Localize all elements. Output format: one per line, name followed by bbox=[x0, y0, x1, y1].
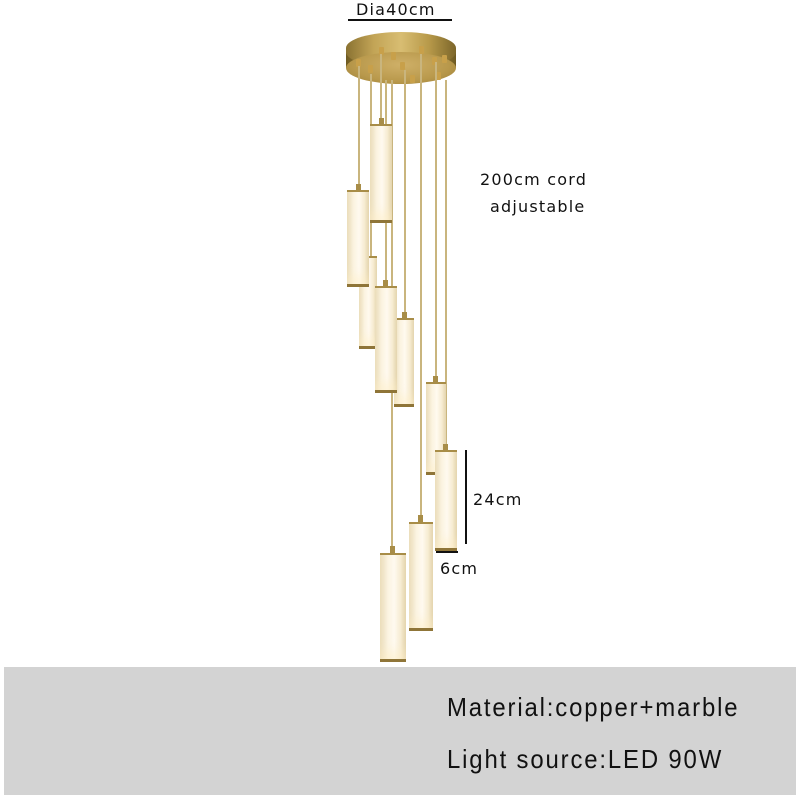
pendant-cap bbox=[443, 444, 448, 451]
diameter-line bbox=[348, 19, 452, 21]
canopy-screw bbox=[410, 75, 415, 83]
pendant-light bbox=[435, 450, 457, 551]
pendant-light bbox=[370, 124, 392, 223]
canopy-screw bbox=[391, 52, 396, 60]
width-label: 6cm bbox=[440, 559, 479, 578]
pendant-light bbox=[394, 318, 414, 407]
light-source-spec: Light source:LED 90W bbox=[447, 744, 724, 774]
pendant-cap bbox=[390, 546, 395, 553]
cord bbox=[445, 80, 447, 450]
width-line bbox=[436, 551, 458, 553]
canopy-screw bbox=[432, 57, 437, 65]
spec-band bbox=[4, 667, 796, 795]
canopy-screw bbox=[419, 46, 424, 54]
canopy-screw bbox=[436, 72, 441, 80]
diameter-label: Dia40cm bbox=[356, 0, 436, 19]
material-spec: Material:copper+marble bbox=[447, 692, 740, 722]
pendant-cap bbox=[433, 376, 438, 383]
canopy-screw bbox=[442, 55, 447, 63]
pendant-cap bbox=[379, 118, 384, 125]
canopy-screw bbox=[379, 47, 384, 55]
pendant-cap bbox=[356, 184, 361, 191]
cord bbox=[420, 54, 422, 522]
height-label: 24cm bbox=[473, 490, 523, 509]
cord bbox=[404, 70, 406, 318]
cord-length-label: 200cm cord bbox=[480, 170, 588, 189]
height-line bbox=[465, 450, 467, 544]
pendant-light bbox=[375, 286, 397, 393]
canopy-screw bbox=[368, 65, 373, 73]
pendant-cap bbox=[383, 280, 388, 287]
pendant-light bbox=[409, 522, 433, 631]
cord-adjustable-label: adjustable bbox=[490, 197, 586, 216]
pendant-light bbox=[347, 190, 369, 287]
pendant-cap bbox=[418, 515, 423, 522]
cord bbox=[358, 66, 360, 190]
pendant-cap bbox=[402, 312, 407, 319]
canopy-screw bbox=[356, 59, 361, 67]
cord bbox=[435, 62, 437, 382]
cord bbox=[380, 54, 382, 124]
canopy-screw bbox=[400, 62, 405, 70]
pendant-light bbox=[380, 553, 406, 662]
